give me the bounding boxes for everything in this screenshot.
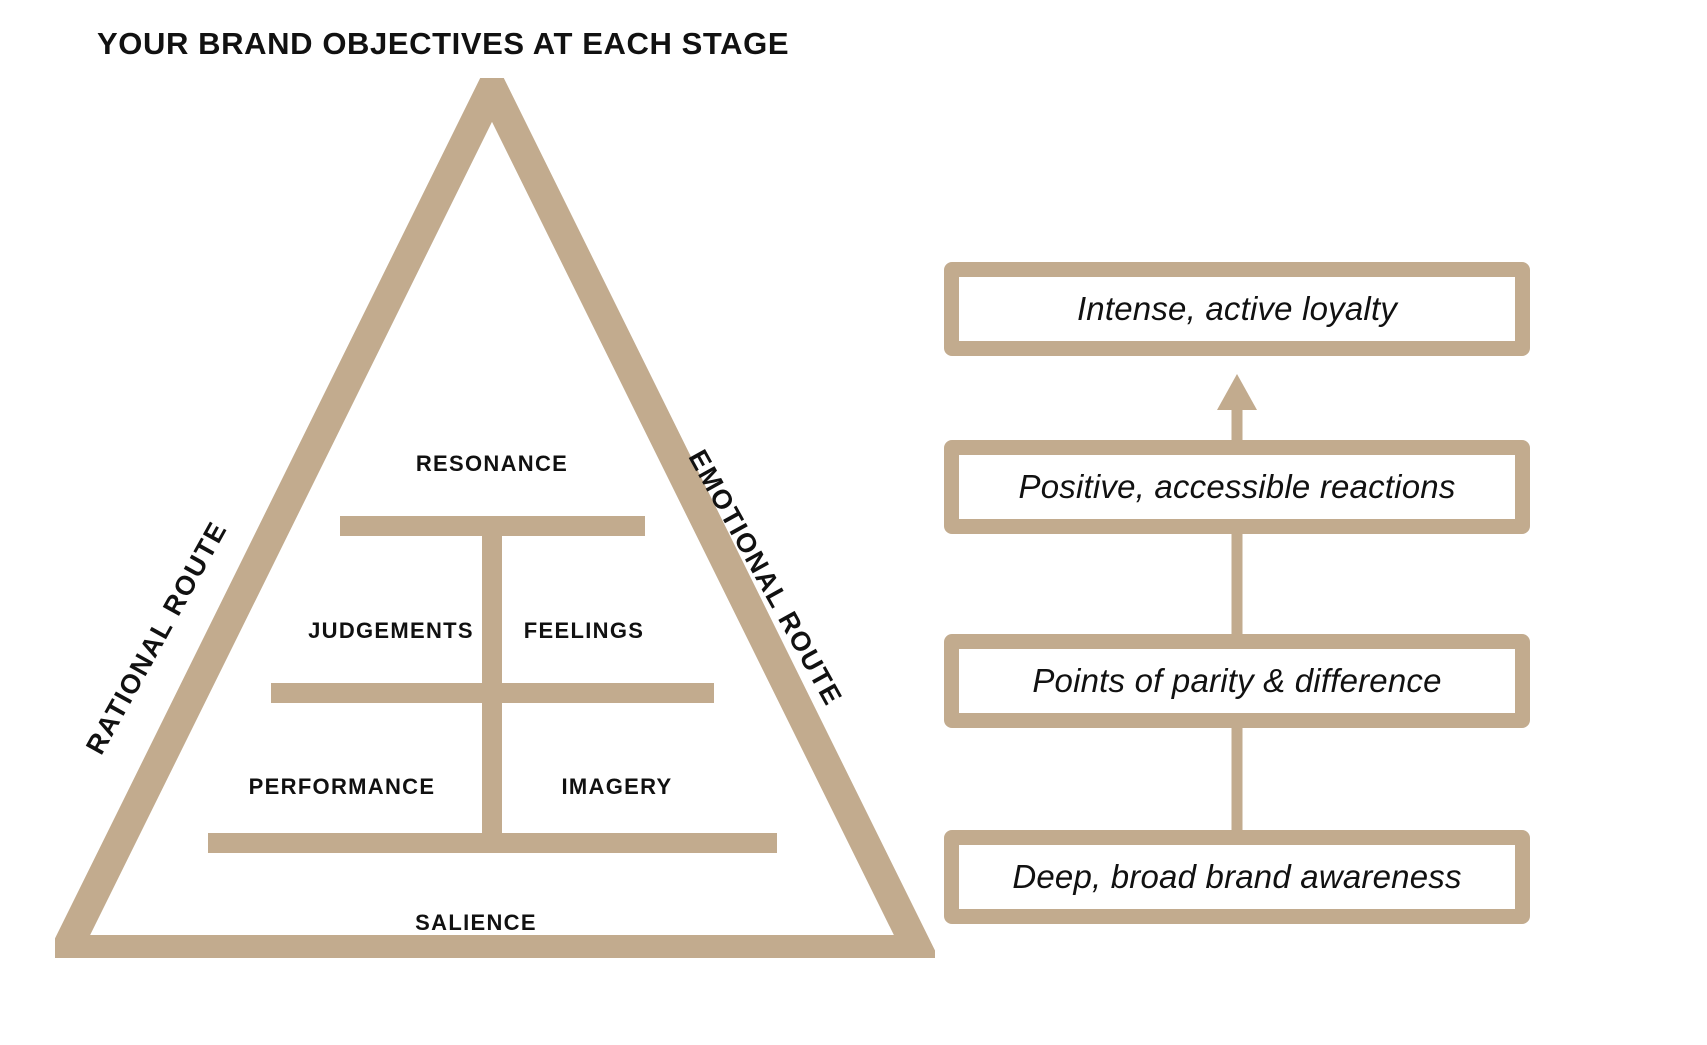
objective-text: Points of parity & difference <box>1032 662 1442 699</box>
objective-text: Deep, broad brand awareness <box>1012 858 1462 895</box>
pyramid-graphic <box>55 78 935 958</box>
arrow-up-icon <box>1217 374 1257 410</box>
objective-box-reactions[interactable]: Positive, accessible reactions <box>944 440 1530 534</box>
objective-text: Positive, accessible reactions <box>1018 468 1456 505</box>
objective-text: Intense, active loyalty <box>1076 290 1398 327</box>
objective-box-awareness[interactable]: Deep, broad brand awareness <box>944 830 1530 924</box>
pyramid-tier-judgements[interactable]: JUDGEMENTS <box>308 618 474 643</box>
pyramid-tier-performance[interactable]: PERFORMANCE <box>248 774 436 799</box>
objective-box-loyalty[interactable]: Intense, active loyalty <box>944 262 1530 356</box>
page-title: YOUR BRAND OBJECTIVES AT EACH STAGE <box>97 26 790 61</box>
brand-resonance-pyramid: RESONANCE JUDGEMENTS FEELINGS PERFORMANC… <box>55 78 935 958</box>
pyramid-tier-resonance[interactable]: RESONANCE <box>415 451 569 476</box>
pyramid-tier-salience[interactable]: SALIENCE <box>415 910 537 935</box>
pyramid-outline <box>55 78 935 958</box>
objectives-column: Intense, active loyalty Positive, access… <box>944 262 1534 962</box>
objective-box-parity-difference[interactable]: Points of parity & difference <box>944 634 1530 728</box>
pyramid-tier-feelings[interactable]: FEELINGS <box>523 618 645 643</box>
pyramid-tier-imagery[interactable]: IMAGERY <box>561 774 673 799</box>
